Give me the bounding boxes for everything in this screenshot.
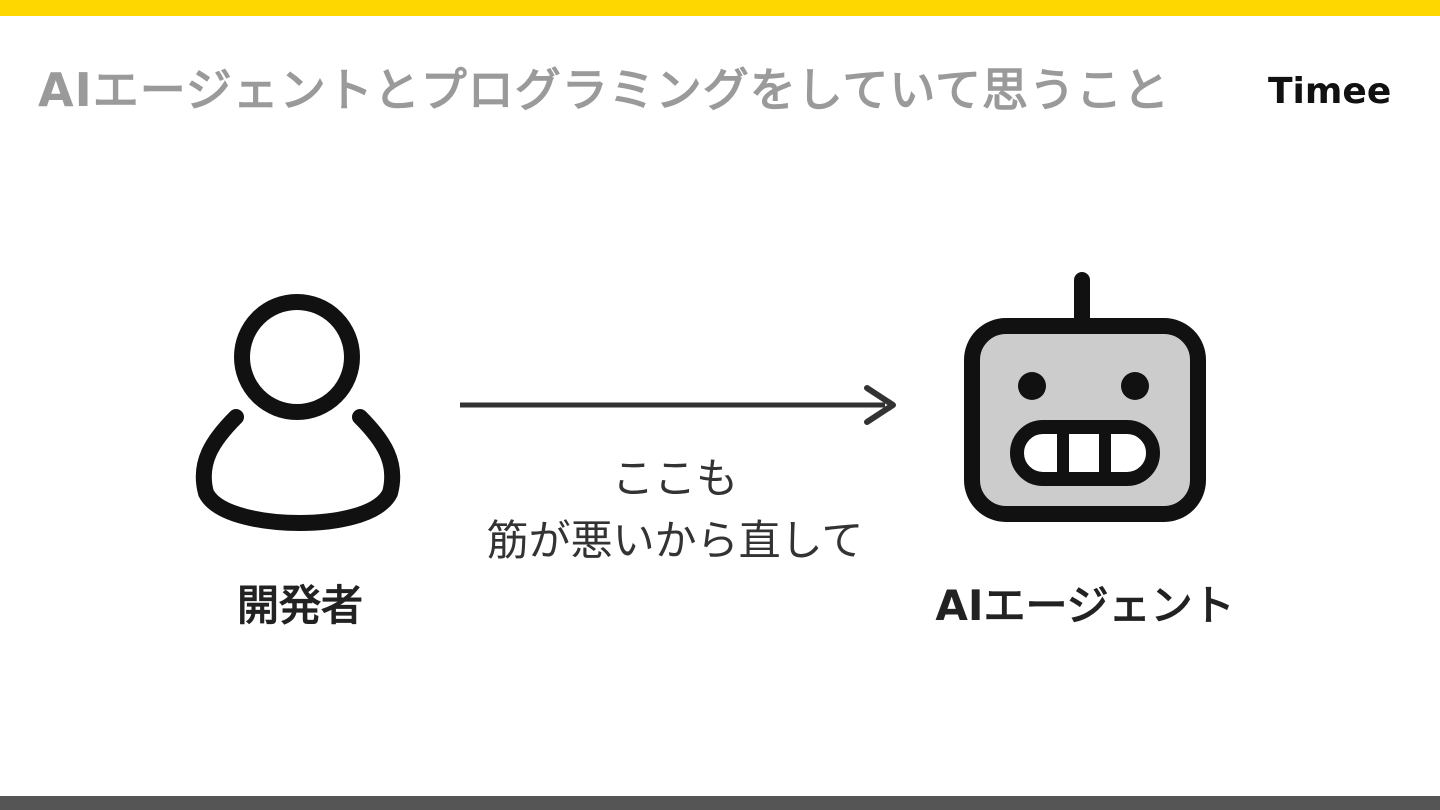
ai-agent-label: AIエージェント [935, 581, 1235, 630]
timee-logo: Timee [1268, 71, 1392, 112]
bottom-bar [0, 796, 1440, 810]
annotation-line-1: ここも [611, 454, 738, 503]
developer-label: 開発者 [236, 581, 363, 630]
top-accent-bar [0, 0, 1440, 16]
robot-icon [955, 265, 1215, 530]
arrow-right-icon [455, 380, 905, 430]
slide-title: AIエージェントとプログラミングをしていて思うこと [38, 63, 1171, 117]
person-icon [190, 285, 410, 535]
annotation-line-2: 筋が悪いから直して [486, 516, 864, 565]
arrow-annotation: ここも 筋が悪いから直して [455, 448, 895, 572]
